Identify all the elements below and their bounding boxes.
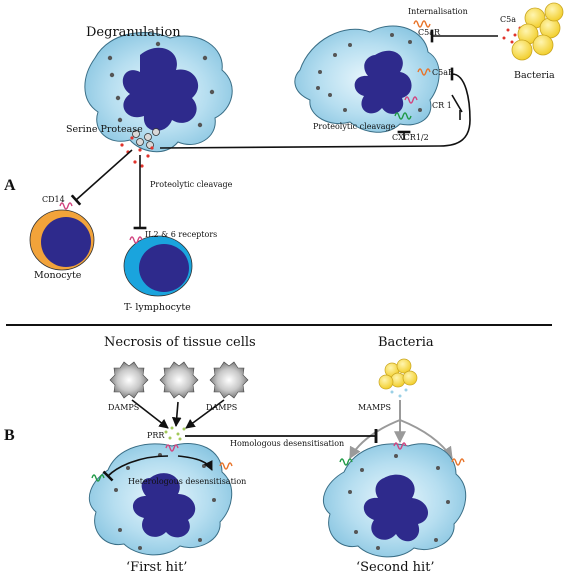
necrosis-title: Necrosis of tissue cells (104, 335, 256, 350)
necrotic-cells (109, 361, 249, 399)
mamps-label: MAMPS (358, 403, 392, 412)
second-hit-label: ‘Second hit’ (356, 560, 435, 575)
c5ar-receptor-right (417, 68, 431, 76)
panel-a-label: A (4, 177, 16, 194)
bacteria-b-title: Bacteria (378, 335, 434, 350)
t-lymphocyte-label: T- lymphocyte (124, 302, 191, 313)
neutrophil-first-hit (88, 443, 233, 556)
degranulation-label: Degranulation (86, 25, 181, 40)
cr1-receptor (404, 96, 418, 104)
damps-arrows (131, 399, 225, 429)
proteolytic-cleavage-mid-label: Proteolytic cleavage (150, 180, 233, 189)
damp-dots (164, 426, 186, 441)
mamps-dots (390, 388, 408, 398)
t-lymphocyte (123, 235, 193, 297)
cxcr-label: CXCR1/2 (392, 133, 429, 142)
heterologous-label: Heterologous desensitisation (128, 477, 247, 486)
c5ar-receptor-top (413, 20, 431, 28)
cd14-label: CD14 (42, 195, 65, 204)
first-hit-label: ‘First hit’ (126, 560, 188, 575)
c5a-label: C5a (500, 15, 516, 24)
homologous-label: Homologous desensitisation (230, 439, 345, 448)
panel-a-inhibition-lines (70, 29, 498, 230)
neutrophil-top-right (294, 25, 440, 133)
bacteria-a-label: Bacteria (514, 70, 555, 81)
c5ar-right-label: C5aR (432, 68, 455, 77)
neutrophil-second-hit (323, 442, 467, 558)
serine-protease-dots (120, 136, 154, 168)
panel-b-label: B (4, 427, 15, 444)
damps-right-label: DAMPS (206, 403, 238, 412)
monocyte-label: Monocyte (34, 270, 82, 281)
degranulating-neutrophil (84, 32, 233, 153)
bacteria-cluster-b (378, 358, 418, 390)
cxcr-receptor (394, 112, 412, 120)
il-receptors-label: IL2 & 6 receptors (145, 230, 218, 239)
heterologous-arrows (102, 455, 213, 482)
bacteria-cluster-a (511, 2, 564, 61)
damps-left-label: DAMPS (108, 403, 140, 412)
internalisation-label: Internalisation (408, 7, 468, 16)
monocyte (29, 202, 95, 271)
proteolytic-cleavage-right-label: Proteolytic cleavage (313, 122, 396, 131)
cr1-label: CR 1 (432, 101, 452, 110)
c5ar-top-label: C5aR (418, 28, 441, 37)
prr-label: PRR (147, 431, 165, 440)
serine-protease-label: Serine Protease (66, 124, 143, 135)
